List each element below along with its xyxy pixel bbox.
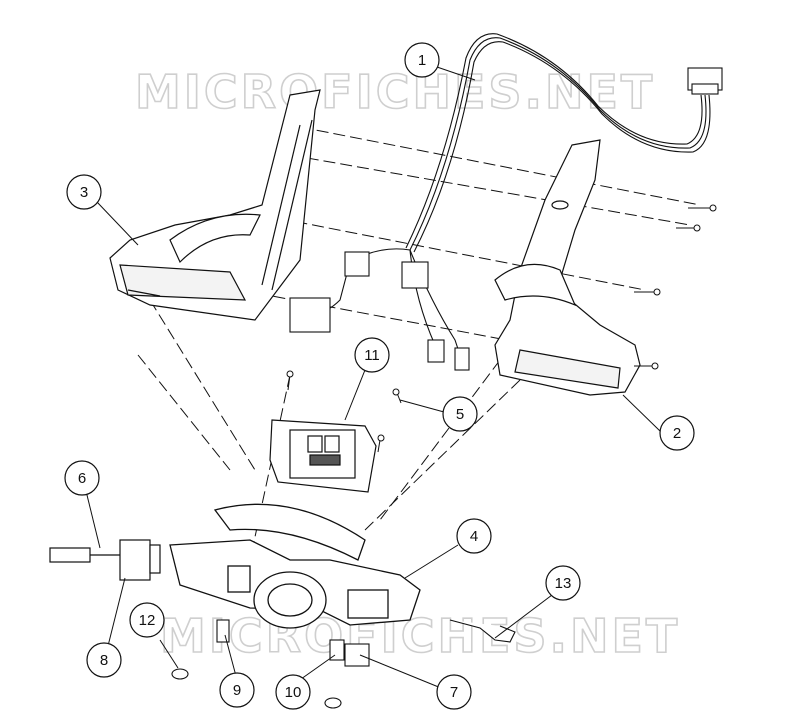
svg-text:8: 8 (100, 652, 108, 669)
svg-text:3: 3 (80, 184, 88, 201)
svg-text:9: 9 (233, 682, 241, 699)
screws (286, 204, 717, 453)
svg-text:5: 5 (456, 406, 464, 423)
svg-text:11: 11 (364, 347, 380, 364)
callout-5: 5 (442, 396, 478, 432)
svg-text:4: 4 (470, 528, 478, 545)
callout-1: 1 (404, 42, 440, 78)
callout-4: 4 (456, 518, 492, 554)
throttle-choke (49, 539, 161, 581)
watermark-bottom: MICROFICHES.NET (159, 608, 680, 664)
callout-10: 10 (275, 674, 311, 710)
callout-12: 12 (129, 602, 165, 638)
callout-7: 7 (436, 674, 472, 710)
callout-11: 11 (354, 337, 390, 373)
left-shroud (109, 89, 321, 321)
svg-text:10: 10 (285, 684, 302, 701)
svg-text:6: 6 (78, 470, 86, 487)
svg-text:MICROFICHES.NET: MICROFICHES.NET (135, 65, 655, 119)
small-parts (171, 619, 516, 709)
callout-2: 2 (659, 415, 695, 451)
callout-13: 13 (545, 565, 581, 601)
leader-lines (85, 66, 661, 689)
callout-9: 9 (219, 672, 255, 708)
svg-text:2: 2 (673, 425, 681, 442)
svg-text:13: 13 (555, 575, 572, 592)
watermark-top: MICROFICHES.NET (134, 64, 655, 120)
svg-text:7: 7 (450, 684, 458, 701)
callout-3: 3 (66, 174, 102, 210)
dash-panel (169, 503, 421, 629)
callout-8: 8 (86, 642, 122, 678)
wire-harness (289, 33, 723, 371)
svg-text:12: 12 (139, 612, 156, 629)
svg-text:1: 1 (418, 52, 426, 69)
right-shroud (494, 139, 641, 396)
callout-6: 6 (64, 460, 100, 496)
svg-text:MICROFICHES.NET: MICROFICHES.NET (160, 609, 680, 663)
display-gauge (269, 419, 377, 493)
